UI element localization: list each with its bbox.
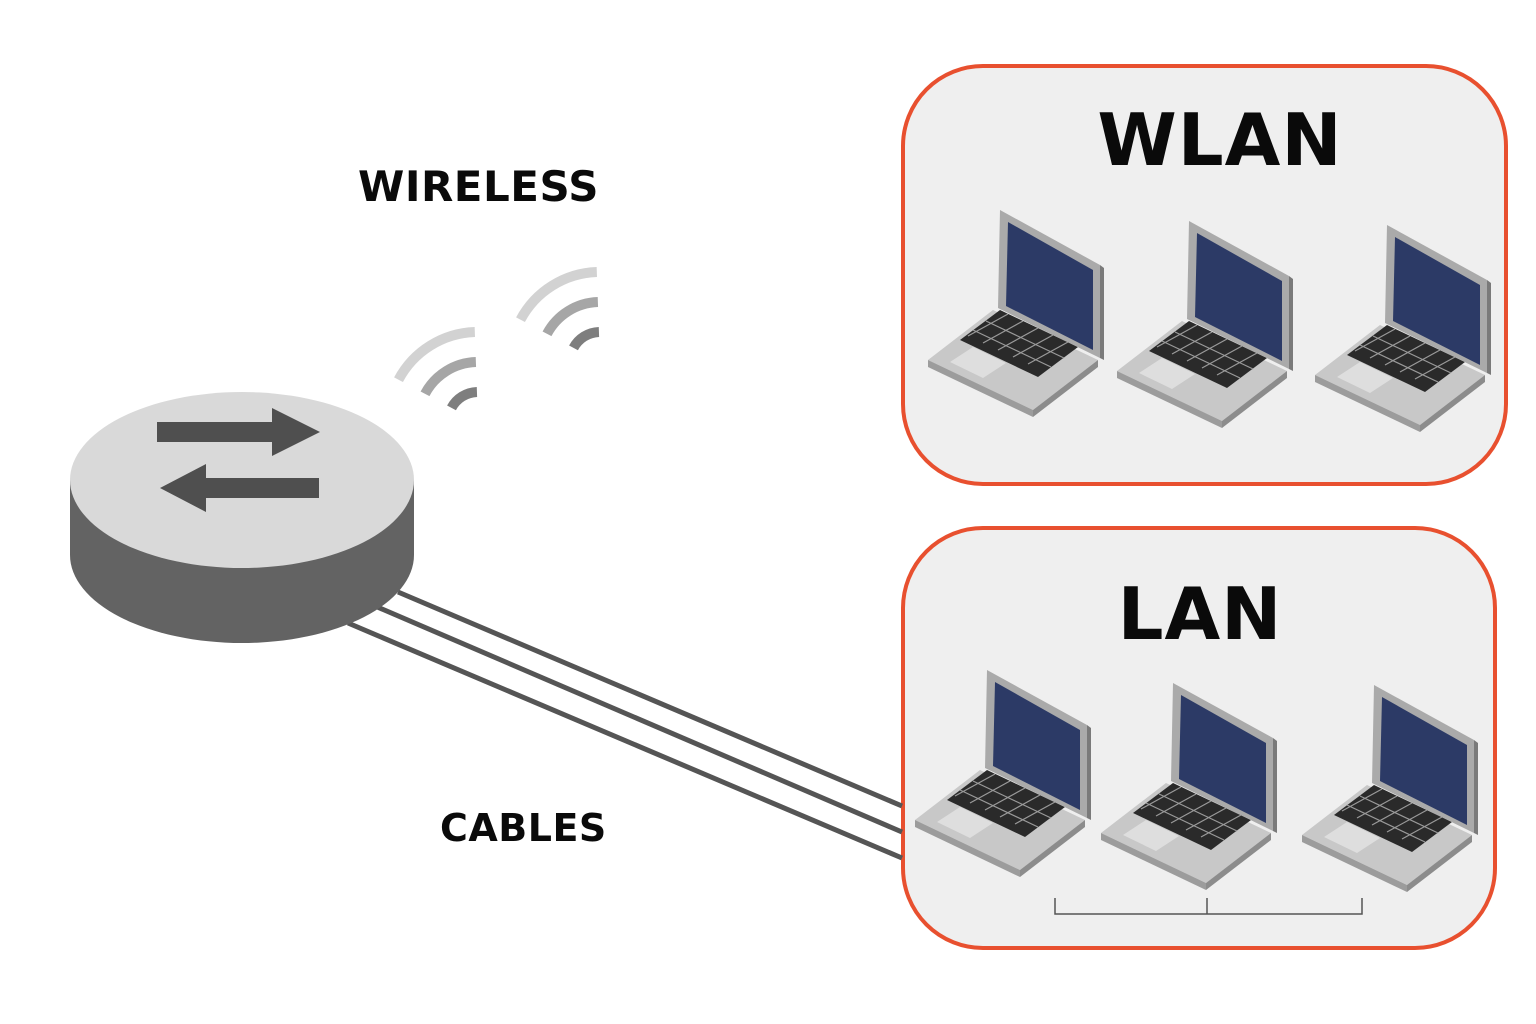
lan-bus-line — [1054, 898, 1363, 915]
wireless-label: WIRELESS — [358, 162, 600, 211]
cables-label: CABLES — [440, 806, 607, 850]
wlan-title: WLAN — [1097, 98, 1343, 182]
cable-2 — [374, 603, 903, 835]
router-icon — [70, 392, 414, 643]
cable-3 — [347, 620, 903, 861]
cable-1 — [397, 589, 903, 809]
lan-title: LAN — [1117, 572, 1283, 656]
arrow-right-icon — [157, 408, 320, 456]
wifi-signal-icon — [394, 267, 600, 411]
cables — [347, 589, 903, 861]
arrow-left-icon — [160, 464, 319, 512]
